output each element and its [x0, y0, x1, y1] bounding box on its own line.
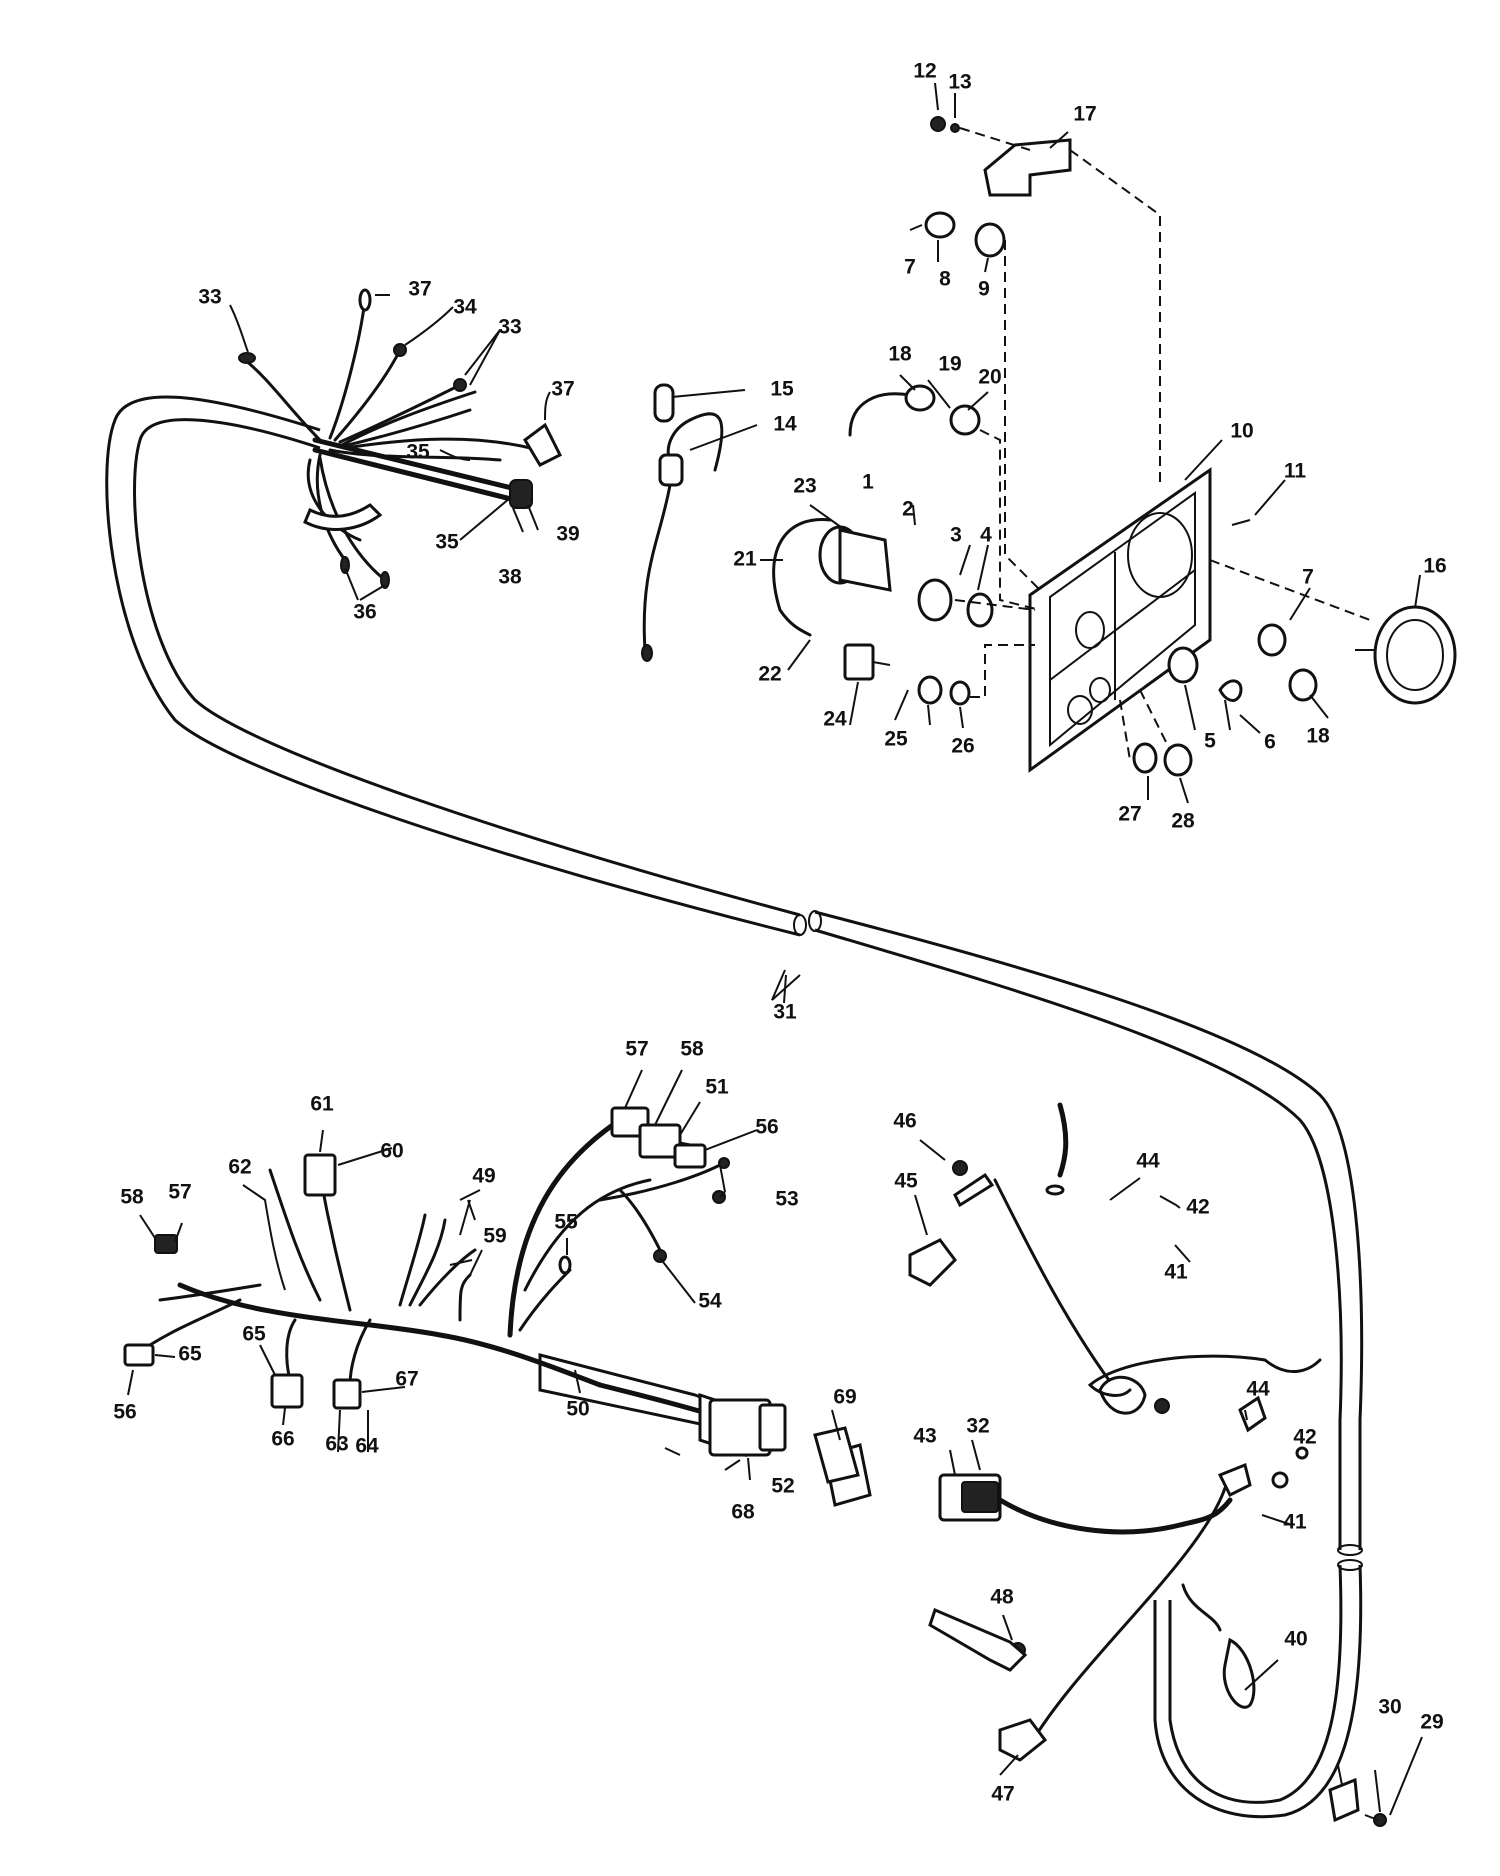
callout-33b: 33: [498, 316, 521, 339]
callout-8: 8: [939, 268, 951, 291]
callout-50: 50: [566, 1398, 589, 1421]
callout-40: 40: [1284, 1628, 1307, 1651]
callout-49: 49: [472, 1165, 495, 1188]
callout-37: 37: [408, 278, 431, 301]
battery-cables: [908, 1102, 1322, 1762]
callout-69: 69: [833, 1386, 856, 1409]
callout-52: 52: [771, 1475, 794, 1498]
callout-65b: 65: [178, 1343, 202, 1366]
callout-42b: 42: [1293, 1426, 1316, 1449]
main-cable-31: [105, 395, 1364, 1819]
callout-56: 56: [755, 1116, 778, 1139]
callout-35b: 35: [435, 531, 459, 554]
callout-41: 41: [1164, 1261, 1188, 1284]
callout-62: 62: [228, 1156, 251, 1179]
callout-2: 2: [902, 498, 914, 521]
callout-47: 47: [991, 1783, 1014, 1806]
callout-57: 57: [625, 1038, 648, 1061]
callout-7: 7: [904, 256, 916, 279]
callout-67: 67: [395, 1368, 418, 1391]
callout-4: 4: [980, 524, 992, 547]
callout-9: 9: [978, 278, 990, 301]
callout-10: 10: [1230, 420, 1253, 443]
callout-7b: 7: [1302, 566, 1314, 589]
callout-59: 59: [483, 1225, 506, 1248]
callout-53: 53: [775, 1188, 798, 1211]
instrument-panel-10: [1028, 467, 1212, 773]
callout-61: 61: [310, 1093, 334, 1116]
callout-1: 1: [862, 471, 874, 494]
callout-17: 17: [1073, 103, 1096, 126]
callout-6: 6: [1264, 731, 1276, 754]
callout-33: 33: [198, 286, 221, 309]
callout-18: 18: [888, 343, 912, 366]
callout-20: 20: [978, 366, 1001, 389]
toggle-switch-24-26: [843, 643, 1035, 706]
callout-15: 15: [770, 378, 794, 401]
callout-26: 26: [951, 735, 974, 758]
callout-23: 23: [793, 475, 816, 498]
callout-18b: 18: [1306, 725, 1330, 748]
callout-35: 35: [406, 441, 430, 464]
fuse-holder-14-15: [641, 383, 724, 662]
callout-68: 68: [731, 1501, 755, 1524]
callout-54: 54: [698, 1290, 722, 1313]
callout-48: 48: [990, 1586, 1014, 1609]
callout-21: 21: [733, 548, 757, 571]
callout-57b: 57: [168, 1181, 191, 1204]
callout-60: 60: [380, 1140, 403, 1163]
callout-65: 65: [242, 1323, 266, 1346]
callout-34: 34: [453, 296, 477, 319]
panel-small-parts: [1119, 519, 1318, 777]
callout-22: 22: [758, 663, 781, 686]
callout-32: 32: [966, 1415, 989, 1438]
callout-5: 5: [1204, 730, 1216, 753]
callout-51: 51: [705, 1076, 729, 1099]
callout-44b: 44: [1246, 1378, 1270, 1401]
leader-lines: [127, 82, 1423, 1816]
ignition-switch-1-4: [772, 517, 1036, 637]
callout-24: 24: [823, 708, 847, 731]
callout-45: 45: [894, 1170, 918, 1193]
callout-66: 66: [271, 1428, 294, 1451]
callout-63: 63: [325, 1433, 348, 1456]
callout-64: 64: [355, 1435, 379, 1458]
callout-37b: 37: [551, 378, 574, 401]
callout-44: 44: [1136, 1150, 1160, 1173]
callout-28: 28: [1171, 810, 1195, 833]
callout-16: 16: [1423, 555, 1446, 578]
engine-harness: [123, 1106, 872, 1507]
callout-14: 14: [773, 413, 797, 436]
callout-25: 25: [884, 728, 908, 751]
bracket-assembly: [924, 116, 1161, 591]
callout-12: 12: [913, 60, 936, 83]
callout-3: 3: [950, 524, 962, 547]
callout-39: 39: [556, 523, 579, 546]
callout-55: 55: [554, 1211, 578, 1234]
callout-27: 27: [1118, 803, 1141, 826]
callout-29: 29: [1420, 1711, 1443, 1734]
callout-13: 13: [948, 71, 971, 94]
connector-plug-32-43: [938, 1473, 1233, 1535]
callout-38: 38: [498, 566, 522, 589]
callout-58: 58: [680, 1038, 704, 1061]
callout-42: 42: [1186, 1196, 1209, 1219]
callout-11: 11: [1284, 460, 1307, 483]
callout-58b: 58: [120, 1186, 144, 1209]
callout-19: 19: [938, 353, 961, 376]
retainer-clip-29-30: [1328, 1777, 1387, 1827]
callout-56b: 56: [113, 1401, 136, 1424]
lamp-socket-18-20: [848, 384, 1041, 611]
callout-30: 30: [1378, 1696, 1401, 1719]
callout-36: 36: [353, 601, 376, 624]
callout-43: 43: [913, 1425, 936, 1448]
callout-labels: 1 2 3 4 5 6 7 7 8 9 10 11 12 13 14 15 16…: [113, 60, 1446, 1806]
callout-46: 46: [893, 1110, 916, 1133]
callout-41b: 41: [1283, 1511, 1307, 1534]
upper-harness-bundle: [238, 288, 563, 589]
callout-31: 31: [773, 1001, 797, 1024]
